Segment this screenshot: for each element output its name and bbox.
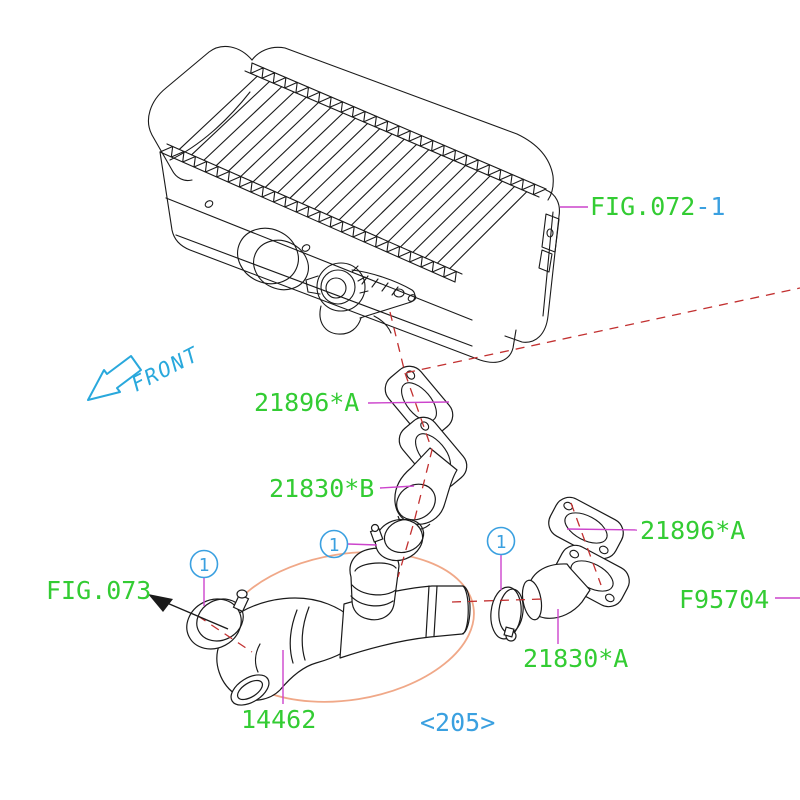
part-label-duct-b[interactable]: 21830*B xyxy=(269,474,375,503)
part-label-gasket-right[interactable]: 21896*A xyxy=(640,516,746,545)
callout-clamp-left: 1 xyxy=(189,549,219,579)
intercooler-drawing xyxy=(148,45,560,363)
duct-21830a-drawing xyxy=(521,539,636,621)
part-label-fitting-ref[interactable]: F95704 xyxy=(679,585,770,614)
part-label-hose[interactable]: 14462 xyxy=(241,705,317,734)
leader-lines xyxy=(203,206,800,704)
arrowhead-icon xyxy=(148,594,173,612)
clamp-middle-drawing xyxy=(369,518,425,562)
front-direction-arrow: FRONT xyxy=(87,342,204,401)
part-label-gasket-upper[interactable]: 21896*A xyxy=(254,388,360,417)
callout-number: 1 xyxy=(199,555,210,576)
callout-number: 1 xyxy=(329,535,340,556)
front-arrow-icon xyxy=(87,355,142,401)
intercooler-fins xyxy=(178,75,528,270)
callout-clamp-right: 1 xyxy=(486,526,516,556)
page-reference: <205> xyxy=(420,708,496,737)
callout-number: 1 xyxy=(496,532,507,553)
bracket-hatching xyxy=(361,275,399,296)
clamp-right-drawing xyxy=(490,586,524,642)
callout-clamp-middle: 1 xyxy=(319,529,349,559)
assembly-axis-lines xyxy=(197,287,800,653)
part-label-duct-a[interactable]: 21830*A xyxy=(523,644,629,673)
fig072-suffix: -1 xyxy=(695,192,726,221)
hose-14462-drawing xyxy=(216,547,471,706)
front-label: FRONT xyxy=(127,342,203,397)
duct-21830b-drawing xyxy=(392,410,474,531)
part-label-fig072-1[interactable]: FIG.072-1 xyxy=(590,194,725,219)
fig073-pointer-arrow xyxy=(148,594,229,630)
part-label-fig073[interactable]: FIG.073 xyxy=(46,576,152,605)
fig072-main: FIG.072 xyxy=(590,192,696,221)
